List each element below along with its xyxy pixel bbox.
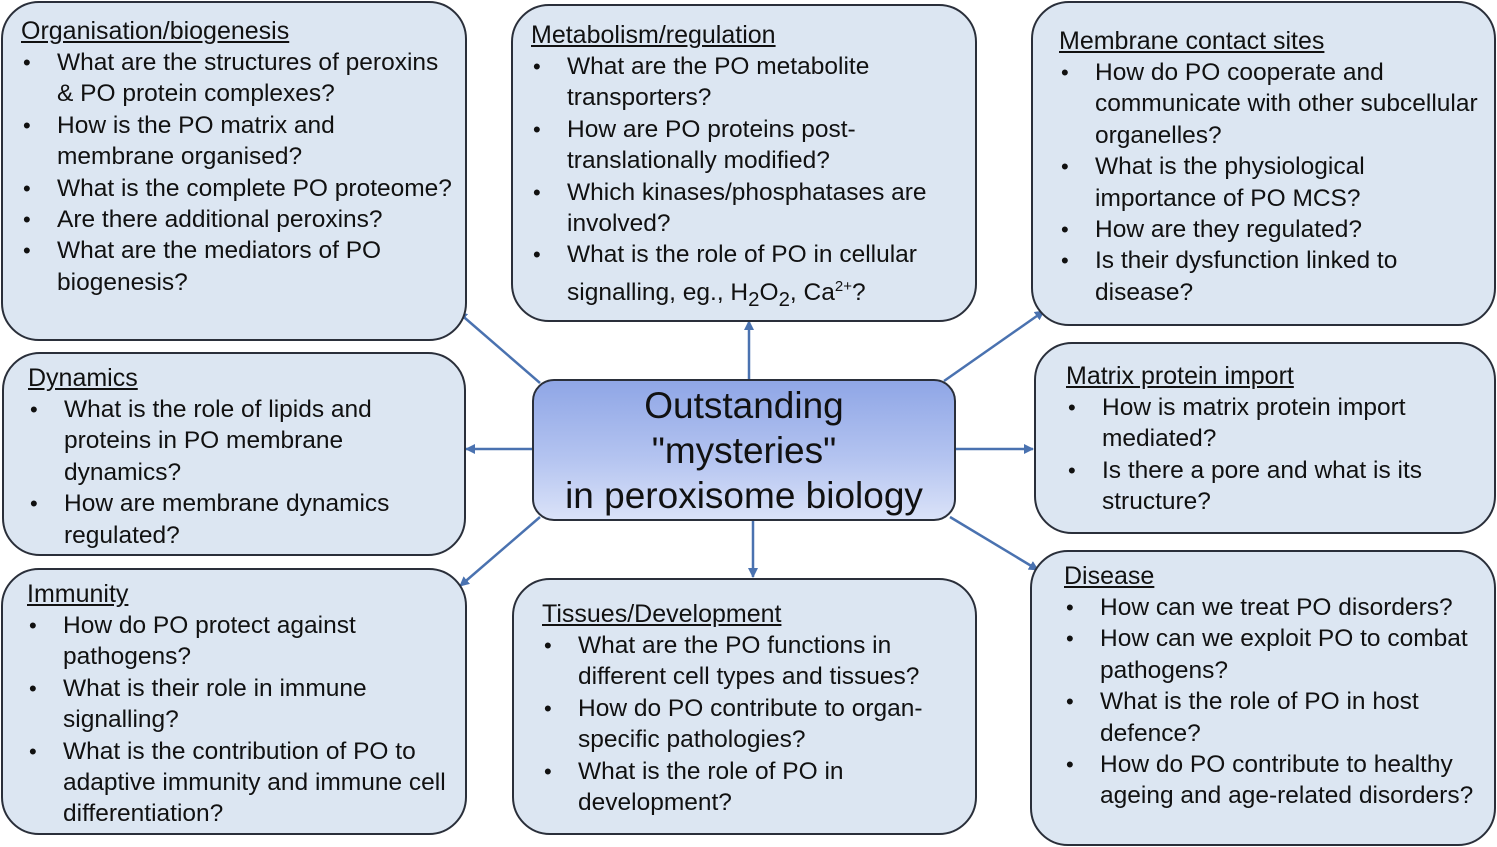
- list-item: What is the role of PO in development?: [542, 756, 965, 819]
- metabolism-title: Metabolism/regulation: [531, 21, 776, 49]
- arrow-to-organisation: [457, 311, 541, 384]
- list-item: Is there a pore and what is its structur…: [1066, 455, 1484, 518]
- list-item: What are the PO metabolite transporters?: [531, 51, 965, 114]
- arrow-to-immunity: [459, 516, 541, 587]
- membrane-contact-list: How do PO cooperate and communicate with…: [1059, 57, 1484, 308]
- list-item: How can we treat PO disorders?: [1064, 592, 1490, 624]
- list-item: What are the PO functions in different c…: [542, 630, 965, 693]
- list-item: How are membrane dynamics regulated?: [28, 488, 454, 551]
- tissues-box: Tissues/Development What are the PO func…: [512, 578, 977, 835]
- arrow-to-membrane-contact: [943, 309, 1045, 383]
- list-item: How is matrix protein import mediated?: [1066, 392, 1484, 455]
- central-title-box: Outstanding "mysteries" in peroxisome bi…: [532, 379, 956, 521]
- list-item: What are the structures of peroxins & PO…: [21, 47, 455, 110]
- list-item: What are the mediators of PO biogenesis?: [21, 235, 455, 298]
- calcium-text: , Ca: [789, 279, 835, 306]
- central-title-line-1: Outstanding: [644, 384, 844, 426]
- list-item: What is the role of PO in host defence?: [1064, 686, 1490, 749]
- dynamics-title: Dynamics: [28, 364, 138, 392]
- list-item: How do PO contribute to healthy ageing a…: [1064, 749, 1490, 812]
- matrix-import-list: How is matrix protein import mediated? I…: [1066, 392, 1484, 518]
- metabolism-box: Metabolism/regulation What are the PO me…: [511, 4, 977, 322]
- list-item: How do PO contribute to organ-specific p…: [542, 693, 965, 756]
- dynamics-box: Dynamics What is the role of lipids and …: [2, 352, 466, 556]
- list-item: Is their dysfunction linked to disease?: [1059, 245, 1484, 308]
- list-item: What is their role in immune signalling?: [27, 673, 455, 736]
- list-item: How do PO protect against pathogens?: [27, 610, 455, 673]
- tissues-title: Tissues/Development: [542, 600, 782, 628]
- h2o2-subscript-1: 2: [748, 288, 760, 311]
- h2o2-o: O: [759, 279, 779, 306]
- list-item: What is the physiological importance of …: [1059, 151, 1484, 214]
- list-item: What is the contribution of PO to adapti…: [27, 736, 455, 830]
- metabolism-list: What are the PO metabolite transporters?…: [531, 51, 965, 316]
- list-item: How do PO cooperate and communicate with…: [1059, 57, 1484, 151]
- h2o2-subscript-2: 2: [778, 288, 790, 311]
- membrane-contact-box: Membrane contact sites How do PO coopera…: [1031, 1, 1496, 326]
- organisation-box: Organisation/biogenesis What are the str…: [1, 1, 467, 341]
- immunity-box: Immunity How do PO protect against patho…: [1, 568, 467, 835]
- list-item: What is the role of PO in cellular signa…: [531, 239, 965, 316]
- list-item: Are there additional peroxins?: [21, 204, 455, 236]
- list-item: How can we exploit PO to combat pathogen…: [1064, 623, 1490, 686]
- matrix-import-box: Matrix protein import How is matrix prot…: [1034, 342, 1496, 534]
- list-item: Which kinases/phosphatases are involved?: [531, 177, 965, 240]
- list-item: How is the PO matrix and membrane organi…: [21, 110, 455, 173]
- list-item: How are they regulated?: [1059, 214, 1484, 246]
- arrow-to-disease: [949, 515, 1039, 572]
- organisation-title: Organisation/biogenesis: [21, 17, 290, 45]
- immunity-title: Immunity: [27, 580, 129, 608]
- signalling-suffix: ?: [851, 279, 866, 306]
- organisation-list: What are the structures of peroxins & PO…: [21, 47, 455, 298]
- calcium-superscript: 2+: [834, 277, 852, 295]
- matrix-import-title: Matrix protein import: [1066, 362, 1294, 390]
- dynamics-list: What is the role of lipids and proteins …: [28, 394, 454, 551]
- disease-title: Disease: [1064, 562, 1155, 590]
- list-item: What is the role of lipids and proteins …: [28, 394, 454, 488]
- central-title-line-3: in peroxisome biology: [565, 474, 923, 516]
- list-item: What is the complete PO proteome?: [21, 173, 455, 205]
- signalling-text: What is the role of PO in cellular signa…: [567, 241, 917, 306]
- immunity-list: How do PO protect against pathogens? Wha…: [27, 610, 455, 830]
- list-item: How are PO proteins post-translationally…: [531, 114, 965, 177]
- tissues-list: What are the PO functions in different c…: [542, 630, 965, 818]
- membrane-contact-title: Membrane contact sites: [1059, 27, 1325, 55]
- disease-box: Disease How can we treat PO disorders? H…: [1030, 550, 1496, 846]
- disease-list: How can we treat PO disorders? How can w…: [1064, 592, 1490, 812]
- central-title-line-2: "mysteries": [651, 429, 837, 471]
